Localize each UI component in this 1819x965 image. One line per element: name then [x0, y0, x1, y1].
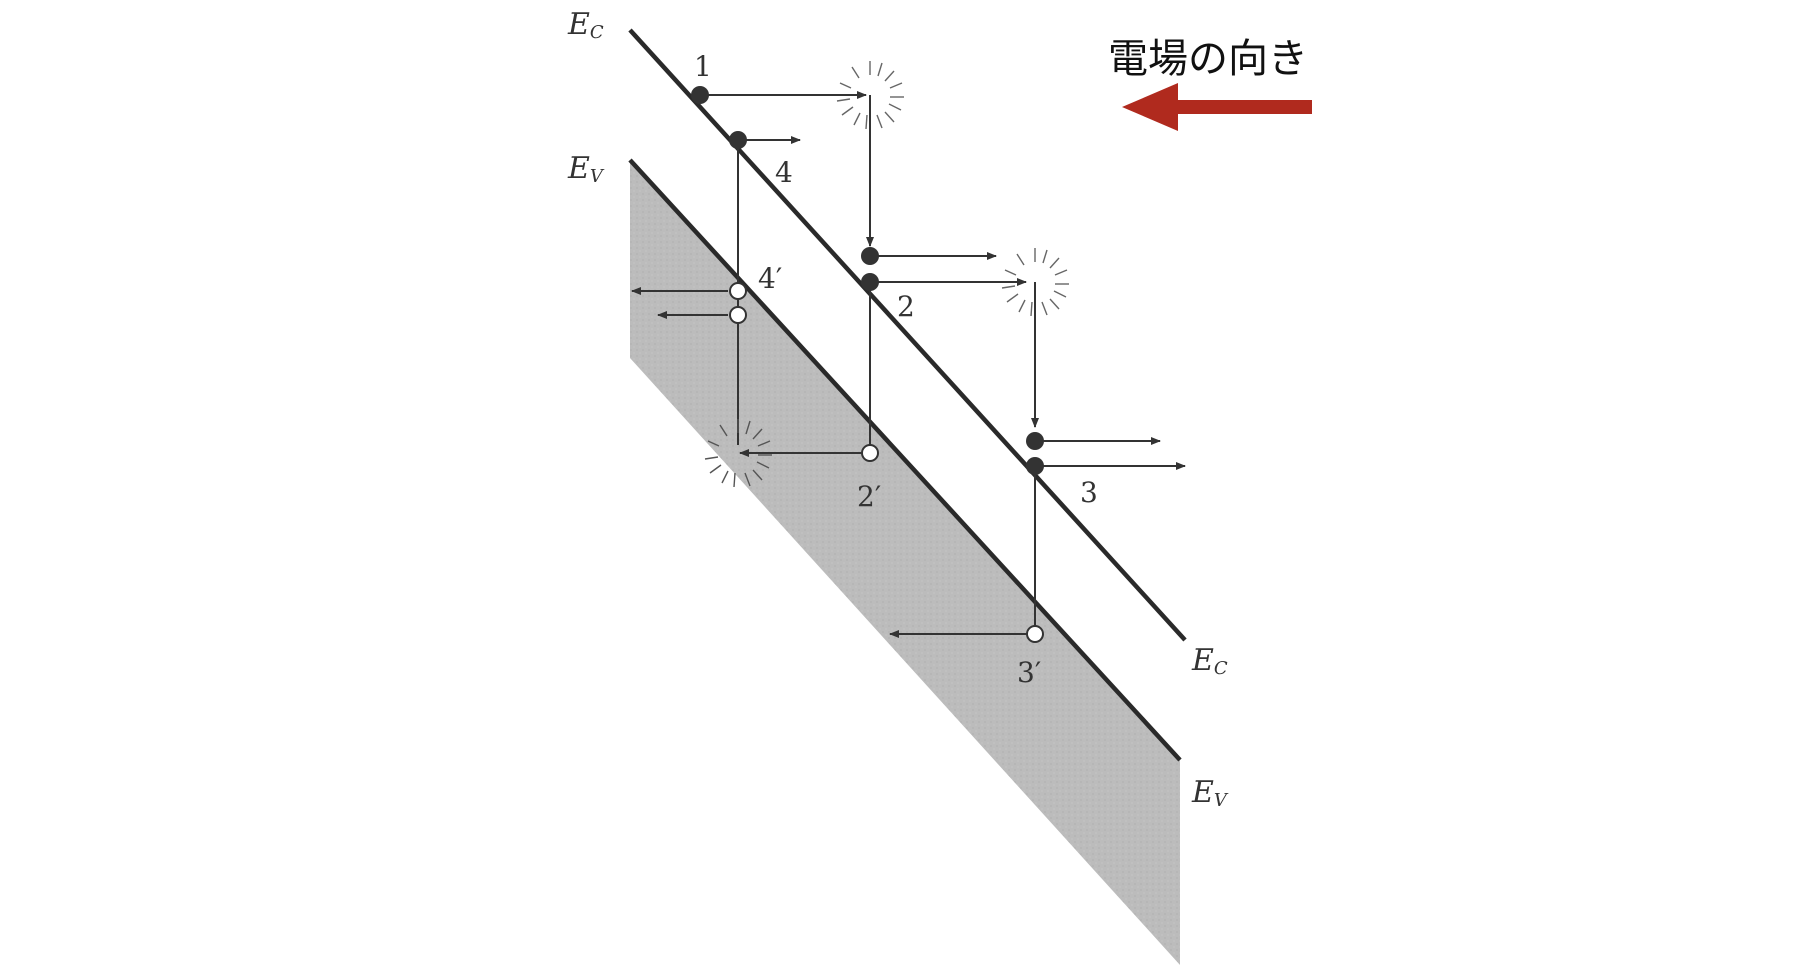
event-label-2prime: 2′	[857, 480, 881, 513]
event-label-1: 1	[694, 50, 712, 83]
field-arrow-head	[1122, 83, 1178, 131]
valence-band-shading	[630, 160, 1180, 965]
event-label-3: 3	[1080, 476, 1098, 509]
electron-3-lower	[1026, 457, 1044, 475]
electron-1	[691, 86, 709, 104]
conduction-band-edge	[628, 28, 1187, 642]
ev-top-label: EV	[567, 151, 605, 187]
event-label-4prime: 4′	[758, 262, 782, 295]
field-direction-label: 電場の向き	[1108, 36, 1308, 82]
hole-4prime-upper	[729, 282, 747, 300]
ec-top-label: EC	[567, 7, 604, 43]
electron-3-upper	[1026, 432, 1044, 450]
impact-burst-1	[836, 61, 904, 130]
valence-band-edge	[628, 158, 1182, 762]
hole-2prime	[861, 444, 879, 462]
impact-burst-3	[704, 419, 772, 488]
event-label-3prime: 3′	[1017, 656, 1041, 689]
electron-2-lower	[861, 273, 879, 291]
event-label-2: 2	[897, 290, 915, 323]
hole-3prime	[1026, 625, 1044, 643]
electron-2-upper	[861, 247, 879, 265]
ev-bottom-label: EV	[1191, 775, 1229, 811]
electron-4	[729, 131, 747, 149]
event-label-4: 4	[775, 156, 793, 189]
hole-4prime-lower	[729, 306, 747, 324]
ec-bottom-label: EC	[1191, 643, 1228, 679]
impact-burst-2	[1001, 248, 1069, 317]
